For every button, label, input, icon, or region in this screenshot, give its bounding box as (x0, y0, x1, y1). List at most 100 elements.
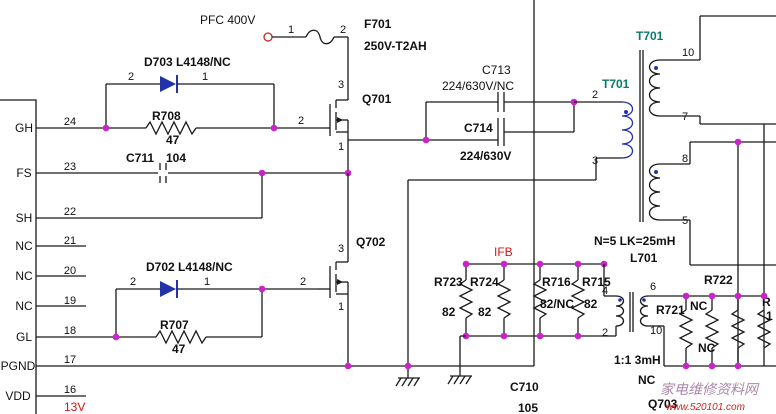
c713-capacitor (497, 92, 505, 112)
ic-pin-name-vdd: VDD (5, 389, 31, 403)
junction-dot (258, 285, 266, 293)
junction-dot (760, 292, 768, 300)
t701-upper-dot (654, 66, 658, 70)
ic-pin-lines (36, 127, 534, 397)
t701-lower-winding (648, 163, 661, 221)
q701-pin3: 3 (338, 79, 344, 91)
r707-value: 47 (172, 342, 186, 356)
t701s-polarity-dot (624, 110, 628, 114)
junction-dot (682, 362, 690, 370)
ic-pin-num-17: 17 (64, 354, 76, 366)
t701-pin8: 8 (682, 153, 688, 165)
tx2-nc: NC (638, 373, 656, 387)
ic-pin-num-19: 19 (64, 295, 76, 307)
ic-pin-name-fs: FS (16, 166, 31, 180)
pfc-label: PFC 400V (200, 13, 255, 27)
r721b-resistor (704, 296, 720, 366)
junction-dot (574, 260, 582, 268)
junction-dot (734, 138, 742, 146)
d703-ref: D703 L4148/NC (144, 55, 231, 69)
junction-dot (404, 362, 412, 370)
t701s-pin3: 3 (592, 155, 598, 167)
t701-pin5: 5 (682, 215, 688, 227)
junction-dot (708, 362, 716, 370)
c714-value: 224/630V (460, 149, 511, 163)
c711-ref: C711 (126, 151, 154, 165)
junction-dot (462, 260, 470, 268)
q701-mosfet (322, 99, 349, 136)
r-partial-ref: R (762, 295, 771, 309)
t701-small-ref: T701 (602, 77, 630, 91)
ic-pin-name-sh: SH (16, 211, 33, 225)
tx2-pin4: 4 (602, 285, 608, 297)
d703-pin1: 1 (202, 71, 208, 83)
r722-ref: R722 (704, 273, 733, 287)
r716-value: 82/NC (540, 297, 574, 311)
r708-pin2: 2 (298, 115, 304, 127)
r721-value-2: NC (698, 341, 716, 355)
junction-dot (682, 292, 690, 300)
ic-pin-name-nc-21: NC (15, 239, 33, 253)
ic-pin-num-21: 21 (64, 235, 76, 247)
d703-diode (160, 75, 178, 93)
r707-resistor (155, 329, 207, 345)
d702-pin2: 2 (130, 276, 136, 288)
ic-pin-name-gh: GH (15, 121, 33, 135)
t701-pin7: 7 (682, 111, 688, 123)
r-partial-value: 1 (766, 309, 773, 323)
ic-pin-name-pgnd: PGND (1, 359, 36, 373)
c713-value: 224/630V/NC (442, 79, 514, 93)
q702-pin2: 2 (300, 276, 306, 288)
c714-capacitor (497, 118, 505, 146)
watermark-cn: 家电维修资料网 (660, 382, 760, 398)
ic-pin-name-nc-20: NC (15, 269, 33, 283)
ic-pin-num-24: 24 (64, 116, 76, 128)
junction-dot (344, 362, 352, 370)
tx2-pin10: 10 (650, 325, 662, 337)
d702-pin1: 1 (204, 276, 210, 288)
t701-small-coil (621, 101, 634, 159)
d703-pin2: 2 (128, 71, 134, 83)
ic-pin-num-22: 22 (64, 206, 76, 218)
ground-symbol-1 (395, 377, 420, 387)
tx2-secondary (639, 295, 649, 327)
q703-ref: Q703 (648, 397, 678, 411)
c711-value: 104 (166, 151, 186, 165)
fuse-f701 (305, 29, 335, 45)
q701-pin1: 1 (338, 141, 344, 153)
c710-ref: C710 (510, 380, 539, 394)
r721-value-1: NC (690, 299, 708, 313)
fuse-value: 250V-T2AH (364, 39, 427, 53)
q702-pin3: 3 (338, 243, 344, 255)
t701-pin10: 10 (682, 47, 694, 59)
fuse-pin2: 2 (340, 24, 346, 36)
tx2-pin6: 6 (650, 281, 656, 293)
t701-upper-winding (648, 59, 661, 117)
c713-ref: C713 (482, 63, 511, 77)
junction-dot (734, 362, 742, 370)
c714-ref: C714 (464, 121, 493, 135)
junction-dot (734, 292, 742, 300)
junction-dot (574, 332, 582, 340)
r708-resistor (145, 120, 197, 136)
tx2-primary (615, 295, 625, 327)
q702-mosfet (318, 261, 349, 298)
r721-ref: R721 (656, 303, 685, 317)
ic-body-outline (0, 99, 37, 414)
ic-pin-num-18: 18 (64, 325, 76, 337)
r724-ref: R724 (470, 275, 499, 289)
junction-dot (536, 332, 544, 340)
ic-pin-num-16: 16 (64, 384, 76, 396)
junction-dot (422, 136, 430, 144)
junction-dot (500, 260, 508, 268)
r708-value: 47 (166, 133, 180, 147)
c710-value: 105 (518, 401, 538, 414)
r716-ref: R716 (542, 275, 571, 289)
vdd-voltage-label: 13V (64, 400, 85, 414)
d702-ref: D702 L4148/NC (146, 260, 233, 274)
junction-dot (258, 169, 266, 177)
r723-value: 82 (442, 305, 456, 319)
tx2-ratio: 1:1 3mH (614, 353, 661, 367)
